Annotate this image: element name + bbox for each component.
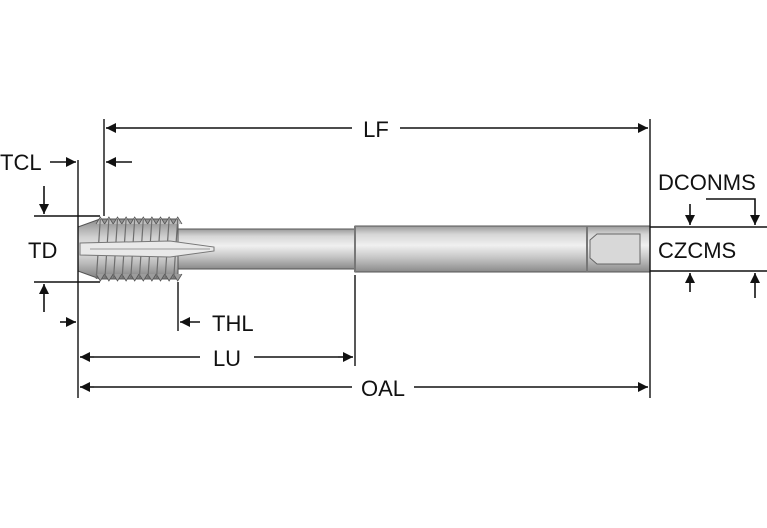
label-oal: OAL [361, 376, 405, 401]
dimension-lines [39, 123, 760, 392]
label-thl: THL [212, 311, 254, 336]
label-lu: LU [213, 346, 241, 371]
thread-crest-bottom [104, 273, 114, 282]
thread-crest-bottom [138, 273, 148, 282]
tap-tool [77, 216, 651, 282]
thread-crest-bottom [130, 273, 140, 282]
extension-lines [34, 119, 767, 398]
thread-crest-bottom [147, 273, 157, 282]
dimension-labels: LF TCL TD THL LU OAL DCONMS CZCMS [0, 117, 756, 401]
dconms-arrow-top [706, 198, 760, 225]
thread-crest-bottom [164, 273, 174, 282]
thread-crest-bottom [155, 273, 166, 282]
square-drive-flat [589, 233, 641, 265]
thread-crest-bottom [121, 273, 131, 282]
tap-shank [354, 225, 588, 273]
label-tcl: TCL [0, 150, 42, 175]
thread-crest-bottom [173, 273, 183, 282]
label-lf: LF [363, 117, 389, 142]
thread-crest-bottom [112, 273, 123, 282]
tap-thread [77, 216, 215, 282]
thread-crest-bottom [95, 273, 105, 282]
label-td: TD [28, 238, 57, 263]
label-dconms: DCONMS [658, 170, 756, 195]
label-czcms: CZCMS [658, 238, 736, 263]
